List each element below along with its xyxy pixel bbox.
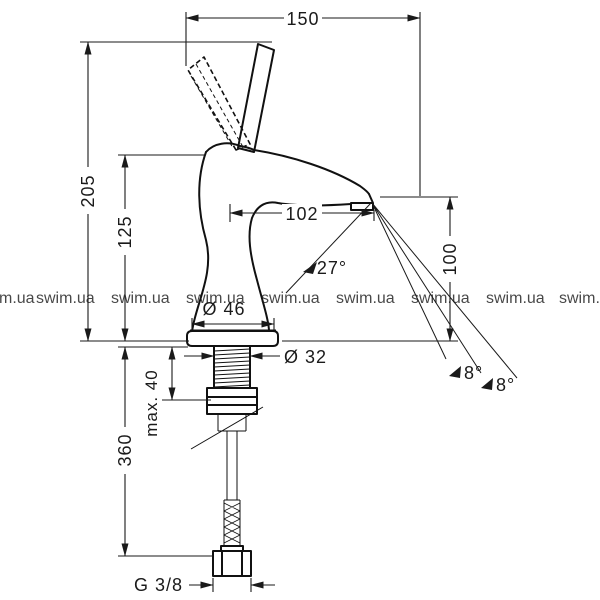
faucet-handle-hatch: [190, 63, 244, 149]
dim-150-label: 150: [286, 9, 319, 29]
dim-angle-27: 27°: [285, 202, 372, 294]
angle-8b-arrowhead: [481, 378, 493, 390]
watermark-text: swim.ua: [186, 290, 245, 307]
dim-27-label: 27°: [317, 258, 347, 278]
spray-fan-lines: [371, 202, 518, 379]
faucet-handle-solid: [237, 43, 275, 153]
watermark-text-partial: m.ua: [0, 290, 35, 307]
watermark-text: swim.ua: [486, 290, 545, 307]
dim-102-label: 102: [285, 204, 318, 224]
angle-27-line: [285, 202, 372, 294]
dim-8a-label: 8°: [464, 363, 483, 383]
dim-g38-extension-lines: [212, 578, 252, 592]
dim-360-label-mask: [116, 427, 134, 474]
dim-height-100: 100: [282, 196, 460, 342]
dim-32-label: Ø 32: [284, 347, 327, 367]
faucet-spout-top: [239, 145, 370, 195]
hose-connector-nut: [212, 545, 252, 577]
watermark-text: swim.ua: [336, 290, 395, 307]
dim-reach-102: 102: [229, 204, 375, 224]
dim-100-label-mask: [441, 236, 459, 282]
faucet-body-left-profile: [191, 151, 210, 332]
dim-max-40: max. 40: [142, 346, 211, 437]
dim-102-label-mask: [282, 204, 322, 222]
dim-8b-label: 8°: [496, 375, 515, 395]
angle-8a-arrowhead: [449, 366, 461, 378]
dim-360-extension-lines: [118, 346, 213, 557]
watermark-row: m.ua swim.ua swim.ua swim.ua swim.ua swi…: [0, 290, 600, 307]
dim-205-extension-lines: [80, 41, 272, 342]
dim-thread-g38: G 3/8: [134, 575, 275, 595]
dim-205-label: 205: [78, 174, 98, 207]
dim-150-label-mask: [284, 9, 322, 27]
dim-max40-label: max. 40: [142, 369, 161, 436]
dim-125-label-mask: [116, 209, 134, 255]
dim-g38-label: G 3/8: [134, 575, 183, 595]
diagonal-leader-line: [190, 406, 264, 450]
dim-width-150: 150: [185, 9, 421, 196]
faucet-spout-tip-aerator: [350, 193, 374, 211]
dim-dia-32: Ø 32: [184, 347, 327, 367]
dim-100-extension-lines: [282, 196, 458, 342]
faucet-drawing: [186, 43, 374, 577]
angle-27-arrowhead: [303, 262, 317, 274]
dim-depth-360: 360: [115, 346, 213, 557]
watermark-text: swim.ua: [559, 290, 600, 307]
dim-100-label: 100: [440, 242, 460, 275]
watermark-text: swim.ua: [111, 290, 170, 307]
dim-spray-angles: 8° 8°: [371, 202, 518, 395]
dim-360-label: 360: [115, 433, 135, 466]
shank-threads: [213, 348, 251, 388]
hose-outline: [223, 499, 241, 546]
lower-shank: [217, 414, 247, 500]
watermark-text: swim.ua: [261, 290, 320, 307]
dim-height-205: 205: [78, 41, 272, 342]
faucet-handle-dashed: [187, 56, 251, 151]
faucet-body-top: [205, 142, 241, 153]
hose-braid-pattern: [223, 502, 241, 544]
dim-dia-46: Ø 46: [191, 299, 275, 330]
dim-height-125: 125: [115, 154, 204, 342]
watermark-text: swim.ua: [411, 290, 470, 307]
dim-150-extension-lines: [185, 12, 421, 196]
watermark-text: swim.ua: [36, 290, 95, 307]
faucet-base-plate: [186, 330, 279, 347]
dim-125-label: 125: [115, 215, 135, 248]
dimensions: 150 205 125 102 27°: [78, 9, 518, 595]
mounting-nut: [206, 387, 258, 415]
dim-46-label: Ø 46: [202, 299, 245, 319]
dim-205-label-mask: [79, 167, 97, 214]
